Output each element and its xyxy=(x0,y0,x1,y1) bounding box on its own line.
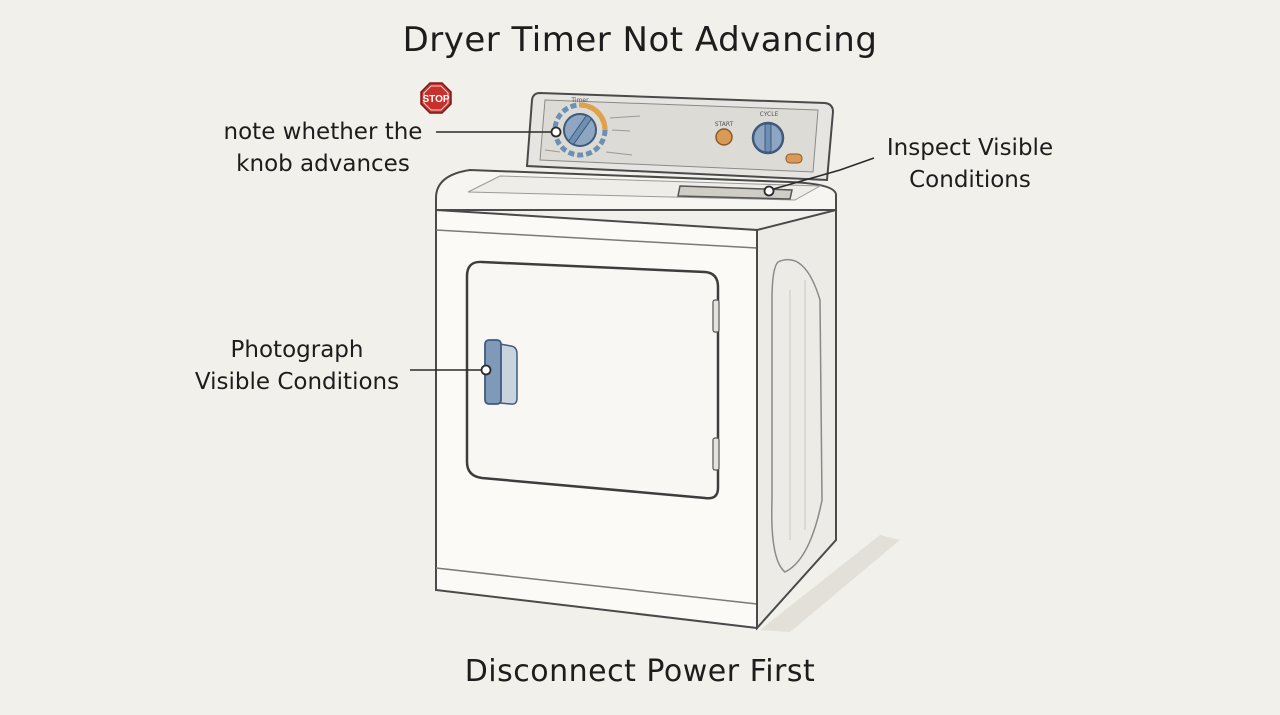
callout-leader-photograph xyxy=(410,364,492,376)
door-hinge-top xyxy=(712,299,720,333)
cycle-button xyxy=(785,153,803,164)
start-button-illustration: START xyxy=(715,121,734,146)
callout-photograph-conditions: Photograph Visible Conditions xyxy=(180,334,414,398)
floor-shadow xyxy=(760,535,900,632)
callout-knob-advance: note whether the knob advances xyxy=(208,116,438,180)
footer-warning: Disconnect Power First xyxy=(464,654,816,689)
dryer-top xyxy=(435,168,837,211)
callout-photograph-line2: Visible Conditions xyxy=(194,369,400,395)
stop-sign-icon: STOP xyxy=(420,82,452,114)
timer-dial-label: Timer xyxy=(570,97,589,104)
door-hinge-bottom xyxy=(712,437,720,471)
timer-dial: Timer xyxy=(544,97,641,158)
callout-inspect-conditions: Inspect Visible Conditions xyxy=(870,132,1070,196)
callout-photograph-line1: Photograph xyxy=(230,337,364,363)
lint-filter-slot xyxy=(677,185,793,200)
callout-leader-knob xyxy=(436,126,562,138)
callout-knob-line1: note whether the xyxy=(223,119,423,145)
cycle-dial-label: CYCLE xyxy=(760,111,779,118)
stop-sign-label: STOP xyxy=(422,94,449,105)
diagram-title: Dryer Timer Not Advancing xyxy=(402,20,878,60)
cycle-dial: CYCLE xyxy=(751,111,785,155)
callout-inspect-line2: Conditions xyxy=(909,167,1031,193)
callout-knob-line2: knob advances xyxy=(236,151,410,177)
start-label: START xyxy=(715,121,734,128)
dryer-side xyxy=(756,208,837,631)
callout-inspect-line1: Inspect Visible xyxy=(886,135,1054,161)
control-panel: Timer START CYCLE xyxy=(525,91,835,182)
callout-leader-inspect xyxy=(763,157,875,197)
dryer-door xyxy=(465,260,720,500)
